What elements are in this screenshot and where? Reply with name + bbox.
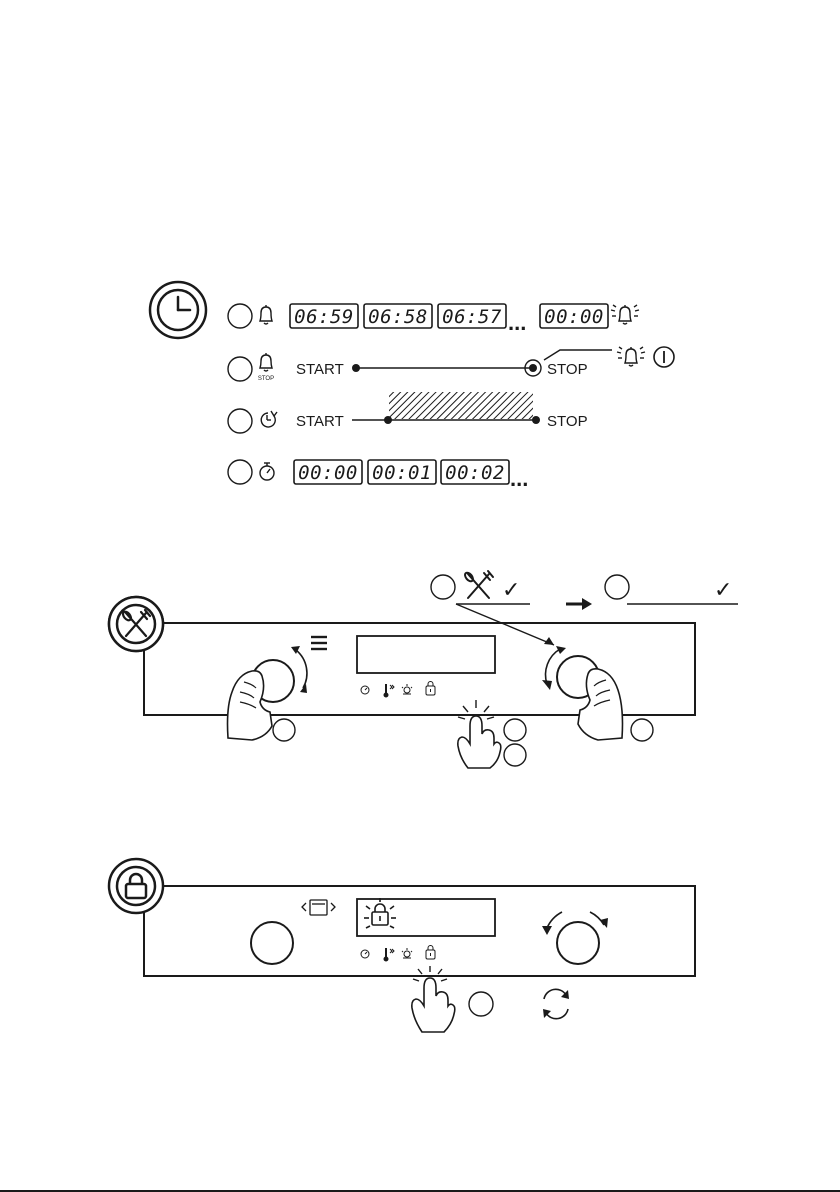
row-countdown: 06:59 06:58 06:57 ... 00:00	[228, 304, 639, 335]
light-sensor-icon[interactable]	[402, 948, 412, 958]
countdown-display-3: 00:00	[540, 304, 608, 328]
cooking-section: ✓ ✓	[109, 571, 738, 768]
svg-text:06:57: 06:57	[442, 306, 502, 328]
start-label: START	[296, 413, 344, 430]
timer-section: 06:59 06:58 06:57 ... 00:00	[150, 282, 674, 491]
stop-label: STOP	[547, 413, 588, 430]
svg-text:00:00: 00:00	[298, 462, 358, 484]
temperature-sensor-icon[interactable]	[384, 948, 394, 961]
confirm-check-icon: ✓	[714, 578, 732, 603]
timer-sensor-icon[interactable]	[361, 950, 369, 958]
countup-display-0: 00:00	[294, 460, 362, 484]
timer-sensor-icon[interactable]	[361, 686, 369, 694]
countup-more: ...	[510, 466, 528, 491]
stop-label: STOP	[547, 361, 588, 378]
start-label: START	[296, 361, 344, 378]
row-end-time: STOP START STOP	[228, 347, 674, 382]
countdown-display-2: 06:57	[438, 304, 506, 328]
arrow-right-icon	[566, 598, 592, 610]
row-delayed-start: START STOP	[228, 392, 588, 433]
svg-text:06:59: 06:59	[294, 306, 354, 328]
step-circle	[504, 744, 526, 766]
light-sensor-icon[interactable]	[402, 684, 412, 694]
svg-text:06:58: 06:58	[368, 306, 428, 328]
sensor-buttons	[361, 682, 435, 698]
countdown-more: ...	[508, 310, 526, 335]
row-count-up: 00:00 00:01 00:02 ...	[228, 460, 528, 491]
ringing-bell-icon	[617, 347, 645, 366]
svg-text:00:02: 00:02	[445, 462, 505, 484]
hand-pointer-icon[interactable]	[458, 700, 501, 768]
temperature-sensor-icon[interactable]	[384, 684, 394, 697]
step-circle	[431, 575, 455, 599]
delay-hatch	[389, 392, 533, 419]
countdown-display-0: 06:59	[290, 304, 358, 328]
step-circle	[228, 460, 252, 484]
lock-blink-icon	[364, 898, 396, 928]
delayed-start-icon	[261, 411, 277, 427]
step-circle	[504, 719, 526, 741]
refresh-icon	[543, 989, 569, 1018]
cutlery-icon	[463, 571, 493, 598]
lock-section	[109, 859, 695, 1032]
step-circle	[228, 357, 252, 381]
countup-display-1: 00:01	[368, 460, 436, 484]
lock-sensor-icon[interactable]	[426, 682, 435, 696]
right-knob[interactable]	[542, 912, 608, 964]
sensor-buttons	[361, 946, 435, 962]
countup-display-2: 00:02	[441, 460, 509, 484]
countdown-display-1: 06:58	[364, 304, 432, 328]
clock-icon	[150, 282, 206, 338]
stopwatch-icon	[260, 463, 274, 480]
step-circle	[605, 575, 629, 599]
menu-icon	[311, 637, 327, 649]
step-circle	[228, 304, 252, 328]
svg-text:STOP: STOP	[258, 376, 274, 382]
lock-icon	[109, 859, 163, 913]
oven-light-icon	[302, 900, 335, 915]
left-knob[interactable]	[251, 922, 293, 964]
step-circle	[228, 409, 252, 433]
bell-stop-icon: STOP	[258, 353, 274, 382]
hand-knob-icon[interactable]	[228, 646, 308, 740]
power-icon	[654, 347, 674, 367]
lock-sensor-icon[interactable]	[426, 946, 435, 960]
step-circle	[469, 992, 493, 1016]
svg-text:00:00: 00:00	[544, 306, 604, 328]
oven-display	[357, 636, 495, 673]
confirm-check-icon: ✓	[502, 578, 520, 603]
hand-knob-icon[interactable]	[542, 646, 623, 740]
bell-icon	[260, 305, 272, 324]
step-circle	[631, 719, 653, 741]
svg-text:00:01: 00:01	[372, 462, 432, 484]
ringing-bell-icon	[611, 305, 639, 324]
step-circle	[273, 719, 295, 741]
